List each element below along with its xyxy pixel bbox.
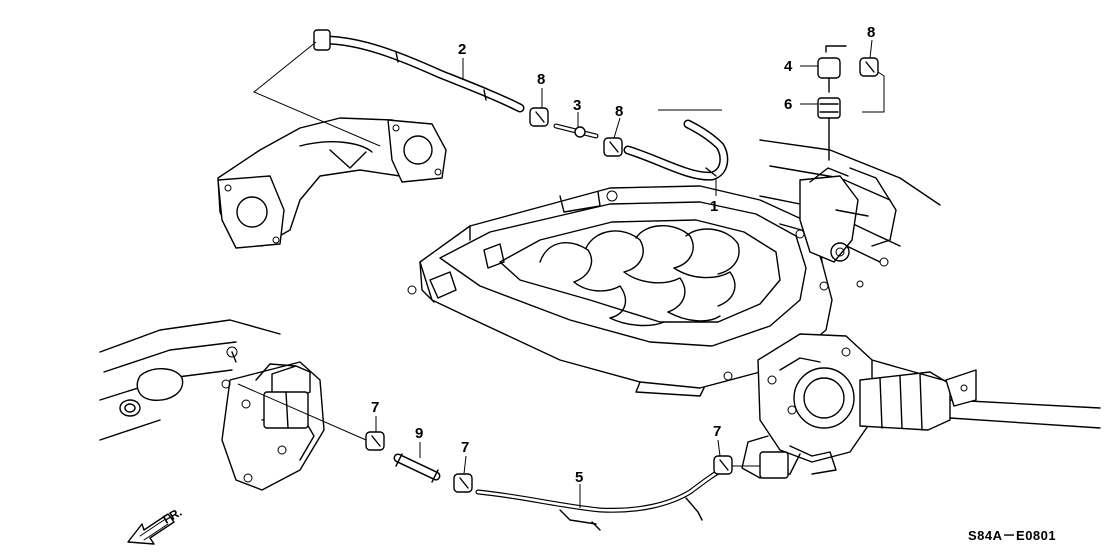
vacuum-parts-upper-right (817, 45, 879, 161)
front-direction-arrow: FR. (127, 505, 184, 545)
callout-7-c: 7 (713, 423, 721, 440)
callout-9: 9 (415, 425, 423, 442)
callout-8-b: 8 (615, 103, 623, 120)
hose-part-2 (313, 29, 525, 113)
clamp-part-8-b (603, 137, 623, 157)
callout-5: 5 (575, 469, 583, 486)
rear-cylinder-head (759, 139, 941, 288)
leader-lines (237, 39, 885, 508)
joint-part-3 (553, 123, 599, 139)
pipe-part-5 (475, 467, 725, 531)
callout-3: 3 (573, 97, 581, 114)
throttle-body (741, 333, 1101, 479)
clamp-part-7-a (365, 431, 385, 451)
clamp-part-7-b (453, 473, 473, 493)
callout-8-c: 8 (867, 24, 875, 41)
egr-pipe (217, 117, 447, 249)
intake-manifold (407, 185, 833, 397)
callouts: 1 2 3 4 5 6 7 7 7 8 8 8 9 (371, 24, 875, 486)
callout-6: 6 (784, 96, 792, 113)
clamp-part-7-c (713, 455, 733, 475)
hose-part-1 (623, 119, 729, 181)
clamp-part-8-a (529, 107, 549, 127)
callout-8-a: 8 (537, 71, 545, 88)
callout-2: 2 (458, 41, 466, 58)
hose-part-9 (393, 453, 441, 483)
callout-7-a: 7 (371, 399, 379, 416)
diagram-code: S84A－E0801 (968, 528, 1056, 543)
front-cylinder-head (99, 319, 325, 491)
callout-7-b: 7 (461, 439, 469, 456)
callout-4: 4 (784, 58, 793, 75)
callout-1: 1 (710, 198, 718, 215)
